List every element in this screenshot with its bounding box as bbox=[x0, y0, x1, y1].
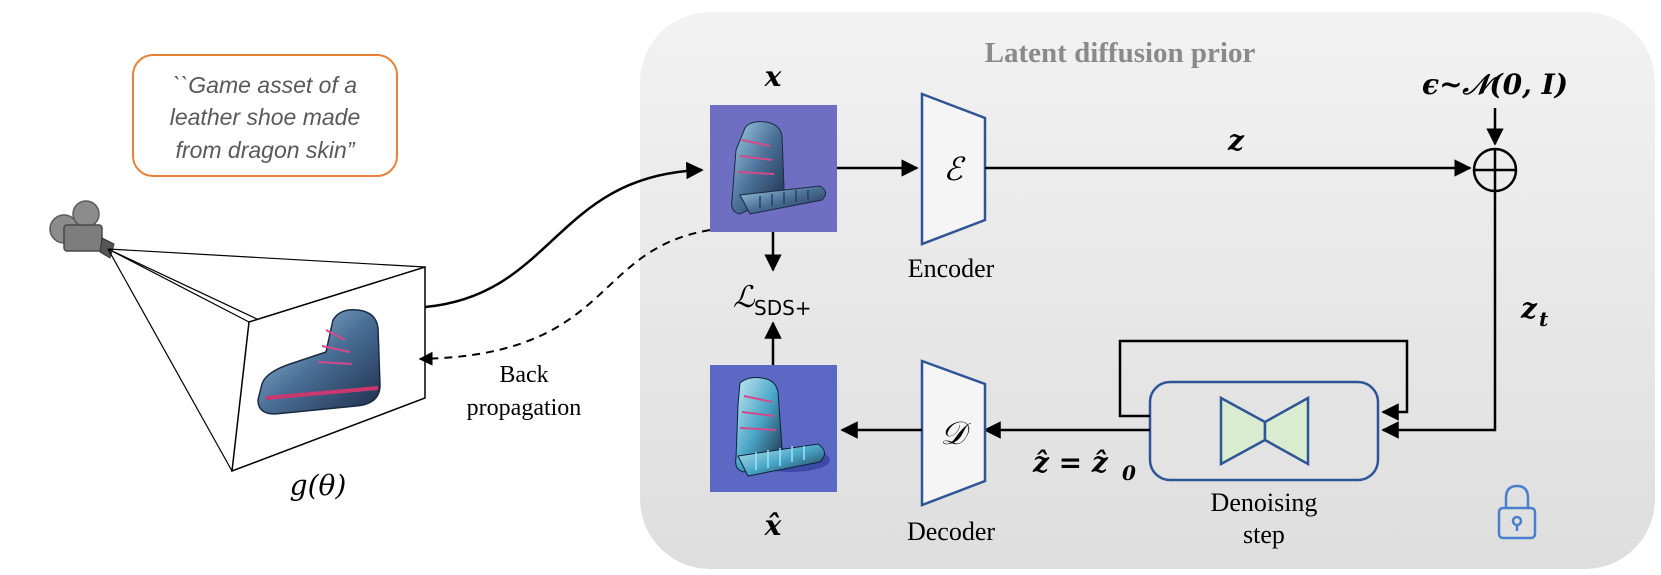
x-label: x bbox=[764, 60, 782, 93]
zt-label: z t bbox=[1520, 292, 1549, 331]
denoising-step-block bbox=[1148, 380, 1380, 482]
lock-icon bbox=[1497, 484, 1537, 540]
xhat-image bbox=[710, 365, 837, 492]
z-label: z bbox=[1227, 124, 1245, 157]
camera-icon bbox=[49, 200, 115, 259]
rendered-shoe bbox=[257, 308, 381, 415]
decoder-block: 𝒟 bbox=[920, 359, 987, 507]
denoising-label-1: Denoising bbox=[1211, 488, 1318, 517]
prompt-line-3: from dragon skin” bbox=[176, 137, 356, 163]
prompt-line-2: leather shoe made bbox=[170, 104, 361, 130]
plus-circle-icon bbox=[1472, 147, 1518, 193]
zt-subscript: t bbox=[1539, 307, 1549, 331]
zhat-subscript: 0 bbox=[1122, 461, 1136, 485]
loss-subscript: SDS+ bbox=[754, 296, 812, 320]
zt-arrow bbox=[1381, 191, 1497, 439]
unet-bowtie-icon bbox=[1219, 395, 1310, 467]
encoder-block: ℰ bbox=[920, 92, 987, 246]
zhat-equation: ẑ = ẑ bbox=[1032, 446, 1109, 479]
x-image bbox=[710, 105, 837, 232]
denoising-label-2: step bbox=[1243, 520, 1285, 549]
back-propagation-label-1: Back bbox=[499, 362, 548, 388]
text-prompt-box: ``Game asset of a leather shoe made from… bbox=[132, 54, 398, 177]
loss-symbol: ℒ bbox=[733, 280, 756, 315]
xhat-label: x̂ bbox=[764, 509, 782, 542]
back-propagation-arrow bbox=[418, 229, 711, 366]
g-theta-label: g(θ) bbox=[290, 469, 347, 502]
noise-label: ϵ~𝒩(0, I) bbox=[1422, 68, 1568, 101]
back-propagation-label-2: propagation bbox=[467, 395, 582, 421]
rendered-image-plane bbox=[231, 265, 426, 473]
panel-title: Latent diffusion prior bbox=[985, 37, 1256, 69]
zhat-label: ẑ = ẑ 0 bbox=[1032, 446, 1136, 485]
loss-label: ℒ SDS+ bbox=[733, 280, 812, 320]
encoder-label: Encoder bbox=[908, 254, 995, 283]
zt-symbol: z bbox=[1520, 292, 1538, 325]
render-to-x-arrow bbox=[424, 161, 704, 309]
encoder-symbol: ℰ bbox=[943, 150, 966, 188]
decoder-label: Decoder bbox=[907, 517, 995, 546]
denoise-loop-arrow bbox=[1118, 339, 1409, 421]
prompt-line-1: ``Game asset of a bbox=[173, 72, 357, 98]
